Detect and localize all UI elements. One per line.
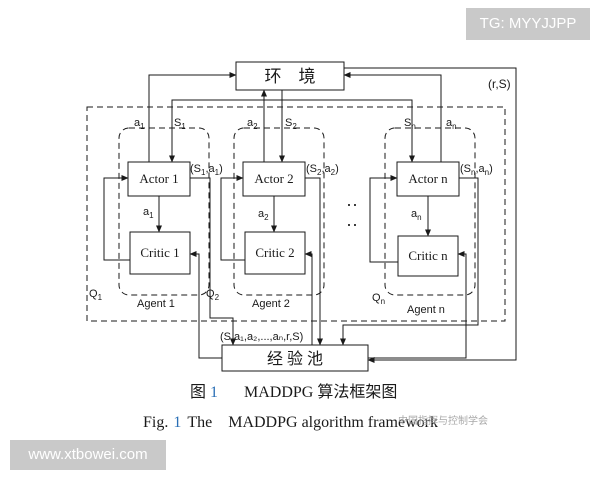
actor-n-to-pool <box>340 177 479 346</box>
watermark-tg: TG: MYYJJPP <box>466 8 590 40</box>
agent-n-pair-label: (Sn,an) <box>460 163 493 177</box>
agent-1-q-label: Q1 <box>89 288 103 302</box>
agent-1-actor-output-label: a1 <box>143 206 154 220</box>
agent-n-q-feedback <box>369 175 398 263</box>
ellipsis-lower: ·· <box>346 214 358 234</box>
actor-2-to-pool <box>305 177 323 346</box>
agent-1-pair-label: (S1,a1) <box>190 163 223 177</box>
agent-n-name: Agent n <box>407 304 445 316</box>
agent-n-action-to-env <box>343 72 442 162</box>
agent-1-q-feedback <box>103 175 130 261</box>
agent-n-action-label: an <box>446 117 457 131</box>
pool-to-critic-2 <box>304 251 313 345</box>
agent-1-name: Agent 1 <box>137 298 175 310</box>
env-reward-to-pool <box>344 67 517 363</box>
actor-1-to-pool <box>190 177 236 346</box>
agent-n-actor-output-label: an <box>411 208 422 222</box>
agent-2-q-feedback <box>220 175 245 261</box>
agent-2-actor-output-label: a2 <box>258 208 269 222</box>
agent-n-q-label: Qn <box>372 292 385 306</box>
critic-n-label: Critic n <box>408 248 448 263</box>
pool-tuple-label: (S,a₁,a₂,...,aₙ,r,S) <box>220 331 303 343</box>
agent-2-state-label: S2 <box>285 117 297 131</box>
actor-n-label: Actor n <box>408 171 448 186</box>
env-state-bus <box>171 99 413 119</box>
agent-n-state-label: Sn <box>404 117 416 131</box>
critic-2-label: Critic 2 <box>255 245 294 260</box>
agent-2-name: Agent 2 <box>252 298 290 310</box>
critic-1-label: Critic 1 <box>140 245 179 260</box>
agent-2-q-label: Q2 <box>206 288 220 302</box>
outer-dashed-boundary <box>86 106 506 322</box>
agent-1-state-label: S1 <box>174 117 186 131</box>
experience-pool-label: 经 验 池 <box>267 350 323 368</box>
agent-1-boundary <box>118 127 210 296</box>
pool-to-critic-1 <box>189 251 222 359</box>
reward-state-label: (r,S) <box>488 77 511 91</box>
agent-1-action-to-env <box>148 72 237 162</box>
environment-label: 环 境 <box>265 67 316 86</box>
agent-1-action-label: a1 <box>134 117 145 131</box>
agent-2-action-label: a2 <box>247 117 258 131</box>
watermark-society: 中国指挥与控制学会 <box>398 416 488 427</box>
agent-n-boundary <box>384 127 476 296</box>
pool-to-critic-n <box>368 251 467 359</box>
watermark-url: www.xtbowei.com <box>10 440 166 470</box>
ellipsis-upper: ·· <box>346 194 358 214</box>
actor-1-label: Actor 1 <box>139 171 178 186</box>
agent-2-boundary <box>233 127 325 296</box>
actor-2-label: Actor 2 <box>254 171 293 186</box>
agent-2-pair-label: (S2,a2) <box>306 163 339 177</box>
